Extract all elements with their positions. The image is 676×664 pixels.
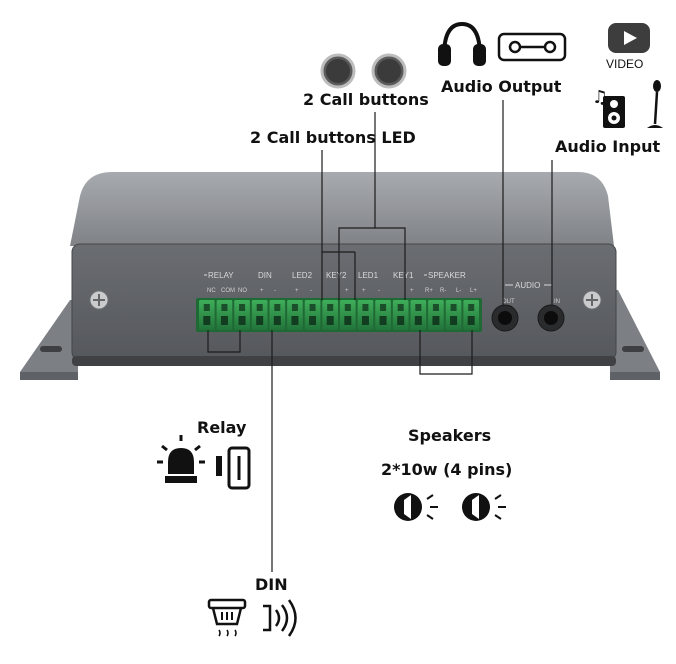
panel-silkscreen: RELAY DIN LED2 KEY2 LED1 KEY1 SPEAKER AU… (204, 271, 552, 290)
terminal-pin[interactable] (251, 300, 268, 330)
pin-label-l-minus: L- (456, 288, 461, 294)
label-video[interactable]: VIDEO (606, 57, 644, 71)
label-call-buttons: 2 Call buttons (303, 90, 429, 109)
terminal-pin[interactable] (304, 300, 321, 330)
panel-label-led1: LED1 (358, 271, 379, 280)
pin-label-r-minus: R- (440, 288, 446, 294)
call-button-icon (371, 53, 407, 89)
leader-speakers (419, 330, 473, 375)
label-call-buttons-led: 2 Call buttons LED (250, 128, 416, 147)
pin-label-led1-plus: + (362, 288, 366, 294)
pin-label-nc: NC (207, 288, 216, 294)
pin-label-out: OUT (502, 299, 515, 305)
pin-label-led2-plus: + (295, 288, 299, 294)
terminal-pin[interactable] (392, 300, 409, 330)
terminal-pin[interactable] (340, 300, 356, 330)
pin-label-l-plus: L+ (470, 288, 477, 294)
speaker-box-icon: ♫ (592, 87, 625, 128)
terminal-pin[interactable] (216, 300, 233, 330)
cassette-icon (497, 32, 567, 62)
terminal-pin[interactable] (269, 300, 286, 330)
label-din: DIN (255, 575, 288, 594)
alarm-beacon-icon (157, 435, 205, 483)
microphone-icon (647, 80, 663, 128)
device-top-housing (70, 172, 614, 246)
video-play-icon[interactable] (608, 23, 650, 53)
terminal-block (196, 298, 482, 332)
panel-label-key1: KEY1 (393, 271, 414, 280)
door-sensor-icon (216, 446, 251, 490)
terminal-pin[interactable] (375, 300, 391, 330)
pin-label-din-minus: - (274, 288, 276, 294)
pin-label-in: IN (554, 299, 560, 305)
terminal-pin[interactable] (445, 300, 462, 330)
mounting-ear-right (610, 290, 660, 380)
terminal-pin[interactable] (199, 300, 215, 330)
speaker-sound-icon (462, 493, 506, 521)
label-speakers: Speakers (408, 426, 492, 445)
pin-label-key2-plus: + (345, 288, 349, 294)
panel-label-audio: AUDIO (515, 281, 540, 290)
pin-label-key1-plus: + (410, 288, 414, 294)
leader-relay (207, 330, 241, 353)
screw-left-icon (89, 290, 109, 310)
label-audio-input: Audio Input (555, 137, 661, 156)
panel-pin-labels: NC COM NO + - + - + + - + R+ R- L- L+ OU… (207, 288, 560, 305)
smoke-detector-icon (207, 598, 247, 637)
pin-label-led1-minus: - (378, 288, 380, 294)
pin-label-din-plus: + (260, 288, 264, 294)
audio-input-jack[interactable] (537, 304, 565, 332)
leader-call-buttons (338, 112, 376, 300)
label-relay: Relay (197, 418, 247, 437)
wireless-sensor-icon (263, 599, 297, 637)
panel-label-din: DIN (258, 271, 272, 280)
panel-label-speaker: SPEAKER (428, 271, 466, 280)
terminal-pin[interactable] (410, 300, 427, 330)
terminal-pin[interactable] (287, 300, 303, 330)
pin-label-r-plus: R+ (425, 288, 433, 294)
terminal-pin[interactable] (428, 300, 444, 330)
pin-label-com: COM (221, 288, 235, 294)
pin-label-led2-minus: - (310, 288, 312, 294)
speaker-sound-icon (394, 493, 438, 521)
terminal-pin[interactable] (322, 300, 338, 330)
leader-lines (207, 100, 553, 572)
label-speakers-spec: 2*10w (4 pins) (381, 460, 513, 479)
headphones-icon (438, 21, 486, 66)
pin-label-no: NO (238, 288, 247, 294)
audio-output-jack[interactable] (491, 304, 519, 332)
terminal-pin[interactable] (357, 300, 374, 330)
terminal-pin[interactable] (234, 300, 250, 330)
screw-right-icon (582, 290, 602, 310)
label-audio-output: Audio Output (441, 77, 562, 96)
terminal-pin[interactable] (463, 300, 479, 330)
panel-label-relay: RELAY (208, 271, 234, 280)
panel-label-key2: KEY2 (326, 271, 347, 280)
panel-label-led2: LED2 (292, 271, 313, 280)
mounting-ear-left (20, 300, 78, 380)
call-button-icon (320, 53, 356, 89)
